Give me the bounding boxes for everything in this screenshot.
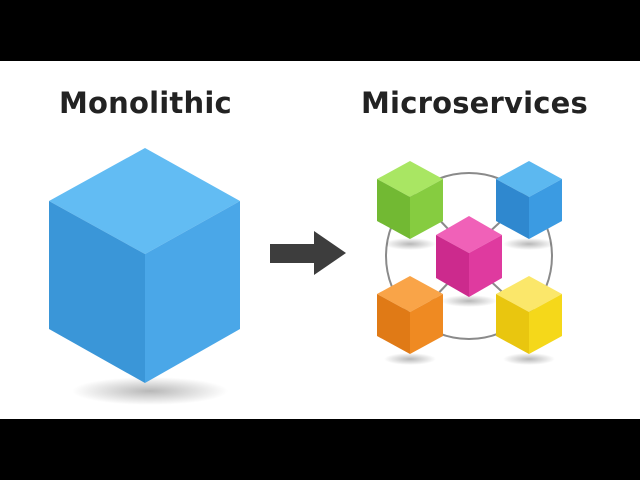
right-arrow-icon xyxy=(270,231,346,275)
monolith-left-face xyxy=(49,201,145,383)
monolithic-title: Monolithic xyxy=(59,86,232,120)
monolith-top-face xyxy=(49,148,240,254)
service-cube-blue xyxy=(496,161,562,250)
letterbox-bottom xyxy=(0,419,640,480)
service-cube-magenta xyxy=(436,216,502,307)
letterbox-top xyxy=(0,0,640,61)
network-ring xyxy=(385,172,553,340)
diagram-canvas: Monolithic Microservices xyxy=(0,61,640,419)
monolith-shadow xyxy=(72,377,228,405)
service-cube-green xyxy=(377,161,443,250)
service-cube-yellow xyxy=(496,276,562,365)
microservices-network xyxy=(377,161,562,365)
diagram-art xyxy=(49,148,562,405)
monolith-right-face xyxy=(145,201,240,383)
monolith-cube xyxy=(49,148,240,405)
service-cube-orange xyxy=(377,276,443,365)
microservices-title: Microservices xyxy=(361,86,589,120)
